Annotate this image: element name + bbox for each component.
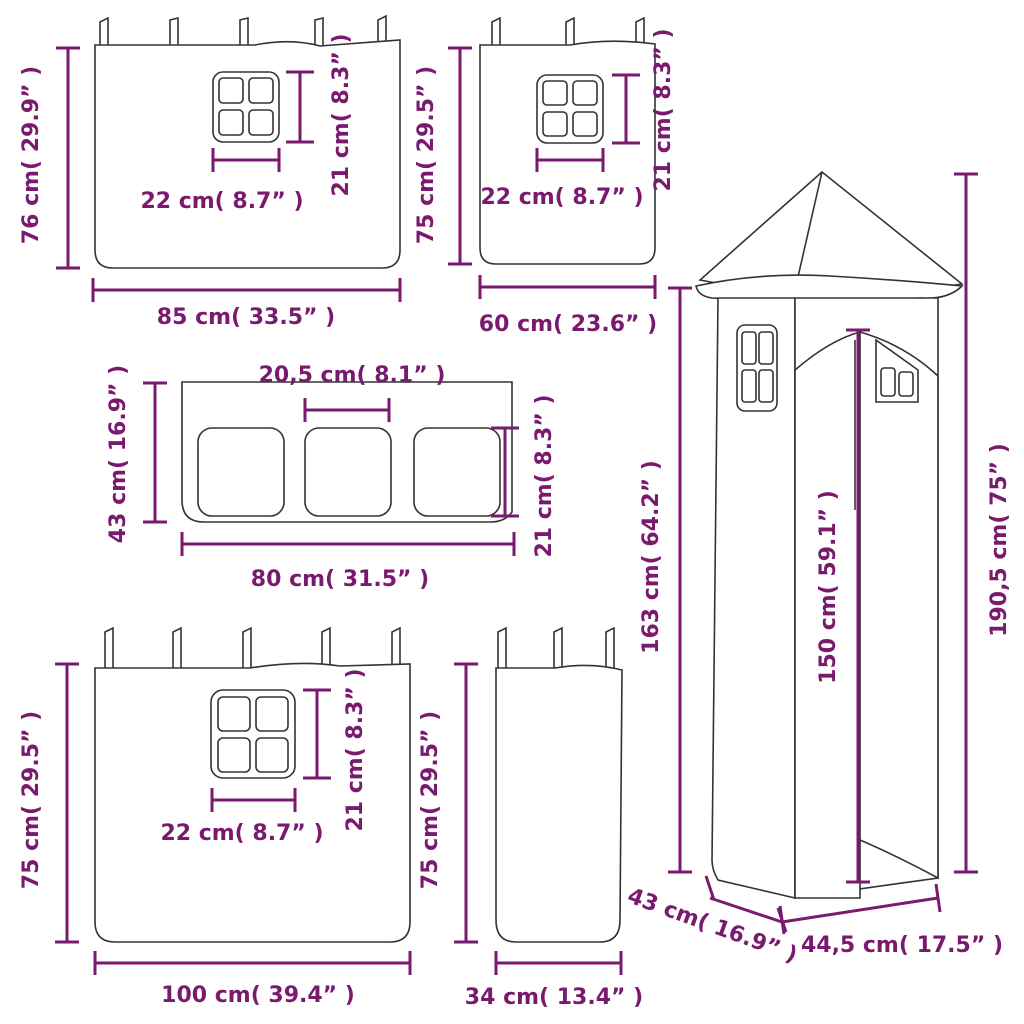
width-label: 80 cm( 31.5” ) bbox=[251, 567, 429, 592]
window-width-dimension-line bbox=[303, 398, 391, 422]
window-width-dimension-line bbox=[535, 148, 605, 172]
panel-top-right-hooks bbox=[491, 16, 645, 45]
height-dimension-line bbox=[55, 662, 79, 944]
width-label: 34 cm( 13.4” ) bbox=[465, 985, 643, 1010]
panel-bottom-small-hooks bbox=[497, 626, 615, 668]
tower-width-label: 44,5 cm( 17.5” ) bbox=[801, 933, 1003, 958]
window-height-dimension-line bbox=[612, 73, 640, 145]
tower-door bbox=[794, 330, 939, 899]
panel-bottom-left: 75 cm( 29.5” ) 100 cm( 39.4” ) 21 cm( 8.… bbox=[19, 626, 412, 1008]
window-height-label: 21 cm( 8.3” ) bbox=[532, 394, 557, 557]
width-dimension-line bbox=[180, 532, 516, 556]
height-dimension-line bbox=[448, 46, 472, 266]
panel-bottom-left-hooks bbox=[104, 626, 401, 668]
window-width-dimension-line bbox=[210, 788, 297, 812]
height-label: 75 cm( 29.5” ) bbox=[19, 711, 44, 889]
tower-total-height-label: 190,5 cm( 75” ) bbox=[987, 443, 1012, 637]
window-height-dimension-line bbox=[286, 70, 314, 144]
panel-top-left-hooks bbox=[99, 14, 387, 45]
height-label: 75 cm( 29.5” ) bbox=[418, 711, 443, 889]
panel-top-left-outline bbox=[94, 39, 401, 269]
panel-middle: 43 cm( 16.9” ) 80 cm( 31.5” ) 21 cm( 8.3… bbox=[106, 363, 557, 592]
tower-total-height-dimension-line bbox=[954, 172, 978, 874]
panel-bottom-left-outline bbox=[94, 662, 411, 943]
height-dimension-line bbox=[56, 46, 80, 270]
width-label: 85 cm( 33.5” ) bbox=[157, 305, 335, 330]
panel-top-right: 75 cm( 29.5” ) 60 cm( 23.6” ) 21 cm( 8.3… bbox=[414, 16, 676, 337]
width-dimension-line bbox=[478, 275, 657, 299]
window-height-label: 21 cm( 8.3” ) bbox=[343, 668, 368, 831]
window-width-label: 22 cm( 8.7” ) bbox=[480, 185, 643, 210]
panel-top-right-outline bbox=[479, 40, 656, 265]
window-height-dimension-line bbox=[303, 688, 331, 780]
width-dimension-line bbox=[93, 951, 412, 975]
window-icon bbox=[536, 74, 604, 144]
tower-body-height-label: 163 cm( 64.2” ) bbox=[639, 460, 664, 654]
height-label: 75 cm( 29.5” ) bbox=[414, 66, 439, 244]
window-width-label: 22 cm( 8.7” ) bbox=[160, 821, 323, 846]
window-height-dimension-line bbox=[491, 426, 519, 518]
window-icon bbox=[736, 324, 778, 412]
window-icon bbox=[875, 338, 919, 403]
window-icon bbox=[197, 427, 501, 517]
panel-top-left: 76 cm( 29.9” ) 85 cm( 33.5” ) 21 cm( 8.3… bbox=[19, 14, 402, 330]
width-dimension-line bbox=[494, 951, 623, 975]
window-width-label: 22 cm( 8.7” ) bbox=[140, 189, 303, 214]
window-height-label: 21 cm( 8.3” ) bbox=[651, 28, 676, 191]
height-dimension-line bbox=[454, 662, 478, 944]
width-dimension-line bbox=[91, 278, 402, 302]
window-icon bbox=[210, 689, 296, 779]
panel-bottom-small: 75 cm( 29.5” ) 34 cm( 13.4” ) bbox=[418, 626, 643, 1010]
window-width-label: 20,5 cm( 8.1” ) bbox=[259, 363, 446, 388]
tower-body-height-dimension-line bbox=[668, 286, 692, 874]
tower-body bbox=[711, 297, 796, 900]
window-height-label: 21 cm( 8.3” ) bbox=[329, 33, 354, 196]
width-label: 60 cm( 23.6” ) bbox=[479, 312, 657, 337]
window-width-dimension-line bbox=[211, 148, 281, 172]
height-label: 43 cm( 16.9” ) bbox=[106, 365, 131, 543]
tower-door-height-dimension-line bbox=[846, 328, 870, 884]
width-label: 100 cm( 39.4” ) bbox=[161, 983, 355, 1008]
tower-width-dimension-line bbox=[778, 883, 942, 935]
tower: 163 cm( 64.2” ) 190,5 cm( 75” ) 150 cm( … bbox=[624, 170, 1012, 968]
tower-door-height-label: 150 cm( 59.1” ) bbox=[816, 490, 841, 684]
height-dimension-line bbox=[143, 381, 167, 524]
height-label: 76 cm( 29.9” ) bbox=[19, 66, 44, 244]
window-icon bbox=[212, 71, 280, 143]
panel-bottom-small-outline bbox=[495, 664, 623, 943]
